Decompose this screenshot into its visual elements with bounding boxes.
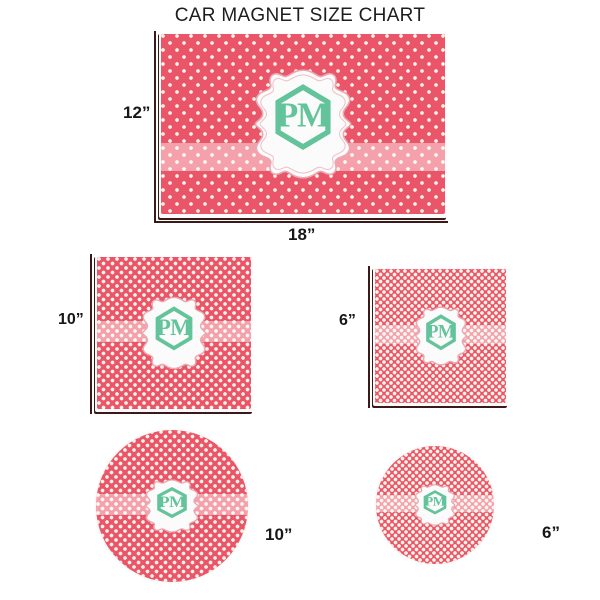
svg-text:PM: PM: [159, 493, 186, 511]
svg-text:PM: PM: [427, 321, 456, 342]
monogram-label-square6: PM: [413, 306, 469, 366]
dim-label-rect-height: 12”: [123, 103, 151, 122]
dim-label-square6: 6”: [339, 312, 356, 329]
dim-label-circle10: 10”: [265, 525, 293, 544]
monogram-label-square10: PM: [139, 296, 209, 370]
dim-label-rect-width: 18”: [288, 225, 316, 244]
dim-label-circle6: 6”: [542, 523, 560, 542]
monogram-hexagon-rect: PM: [275, 84, 331, 151]
svg-text:PM: PM: [157, 315, 192, 341]
monogram-label-circle10: PM: [143, 479, 201, 533]
dim-label-square10: 10”: [58, 311, 84, 328]
height-guide-line-rect: [154, 31, 156, 222]
monogram-hexagon-circle6: PM: [423, 490, 447, 515]
magnet-face-circle10: PM: [96, 430, 248, 582]
magnet-face-square10: PM: [97, 257, 251, 409]
magnet-face-circle6: PM: [376, 446, 494, 564]
magnet-face-rect: PM: [161, 34, 445, 214]
monogram-hexagon-square10: PM: [155, 306, 193, 351]
width-guide-line-rect: [154, 221, 448, 223]
height-guide-line-square6: [368, 266, 370, 408]
monogram-hexagon-circle10: PM: [157, 486, 187, 519]
svg-text:PM: PM: [277, 96, 330, 135]
monogram-label-circle6: PM: [413, 484, 457, 526]
height-guide-line-square10: [90, 254, 92, 414]
monogram-label-rect: PM: [250, 68, 356, 180]
page-title: CAR MAGNET SIZE CHART: [174, 5, 426, 26]
magnet-face-square6: PM: [375, 269, 506, 403]
svg-text:PM: PM: [425, 494, 445, 508]
monogram-hexagon-square6: PM: [425, 314, 456, 351]
